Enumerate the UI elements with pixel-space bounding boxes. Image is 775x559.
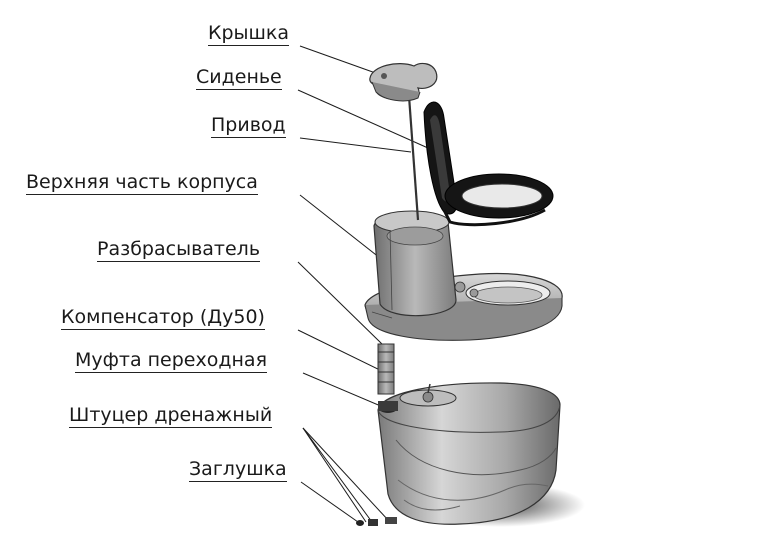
label-seat: Сиденье [196, 66, 282, 90]
leader-spreader [297, 261, 383, 345]
label-upper-body: Верхняя часть корпуса [26, 171, 258, 195]
label-adapter: Муфта переходная [75, 349, 267, 373]
leader-drain-1 [302, 427, 373, 523]
leader-compensator [297, 329, 385, 373]
compensator-pipe [377, 343, 395, 395]
seat-assembly [423, 101, 554, 227]
adapter-coupling [378, 401, 398, 413]
leader-drive [299, 137, 412, 153]
lower-tank [377, 382, 561, 525]
drive-rod [407, 95, 420, 221]
leader-seat [297, 89, 429, 149]
leader-lid [299, 45, 385, 77]
lid [369, 62, 438, 102]
leader-adapter [302, 372, 384, 408]
leader-lines [297, 45, 429, 523]
leader-upper-body [299, 194, 381, 259]
leader-plug [300, 481, 359, 523]
label-drive: Привод [211, 114, 286, 138]
label-drain-fitting: Штуцер дренажный [69, 404, 273, 428]
leader-drain-3 [302, 427, 389, 521]
label-spreader: Разбрасыватель [97, 238, 261, 262]
label-plug: Заглушка [189, 458, 287, 482]
leader-drain-2 [302, 427, 367, 523]
label-compensator: Компенсатор (Ду50) [61, 306, 265, 330]
upper-body [364, 210, 563, 341]
small-fittings [356, 517, 397, 526]
label-lid: Крышка [208, 22, 290, 46]
